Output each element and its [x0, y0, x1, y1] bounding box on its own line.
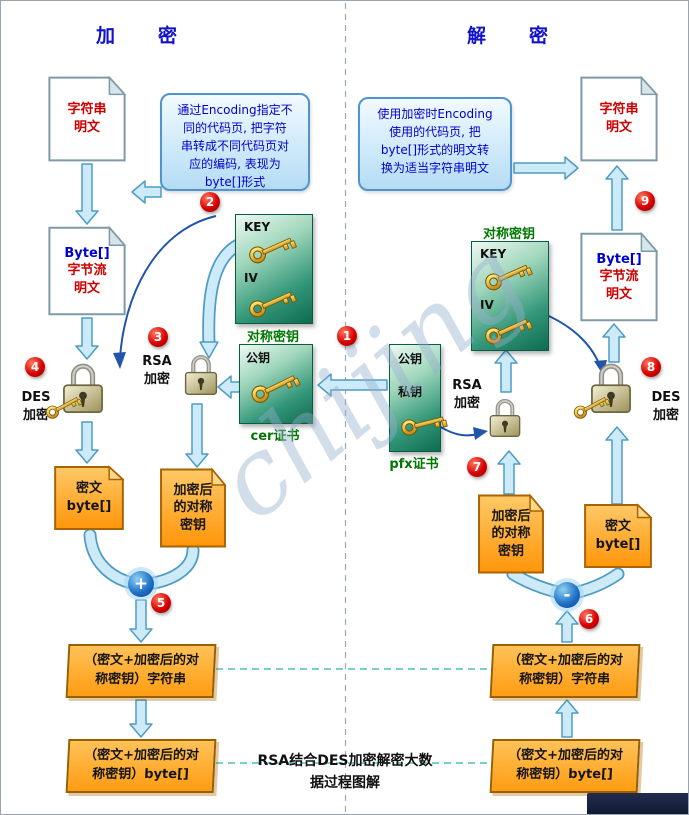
plus-circle: +: [128, 571, 154, 597]
gold-key-icon: [45, 397, 83, 419]
symmetric-key-box-left: KEY IV: [235, 214, 313, 324]
document-text: Byte[] 字节流 明文: [47, 225, 127, 317]
band-cipher-to-plus: [83, 528, 135, 589]
step-badge-3: 3: [148, 327, 168, 347]
arrow-des-to-cipher-left: [75, 421, 99, 464]
caption-pfx-cert: pfx证书: [389, 457, 439, 472]
title-encrypt: 加 密: [96, 25, 190, 47]
arrow-cer-to-rsa-lock: [217, 375, 241, 399]
arrow-center-pubkey-transfer: [317, 373, 388, 397]
step-badge-5: 5: [151, 593, 171, 613]
diagram-title: RSA结合DES加密解密大数 据过程图解: [257, 753, 433, 791]
step-badge-9: 9: [635, 191, 655, 211]
document-shape: [159, 467, 227, 549]
cer-certificate-box: 公钥: [239, 344, 313, 424]
minus-circle: -: [554, 582, 580, 608]
step-badge-4: 4: [25, 357, 45, 377]
private-key-label: 私钥: [398, 385, 423, 399]
gold-key-icon: [485, 264, 534, 291]
arrow-callout-right-tail: [513, 156, 579, 180]
arrow-enckey-to-rsa-right: [497, 450, 521, 495]
document-encrypted-key-left: 加密后 的对称 密钥: [159, 467, 227, 549]
document-bytes-plaintext-left: Byte[] 字节流 明文: [47, 225, 127, 317]
step-badge-1: 1: [337, 326, 357, 346]
document-bytes-plaintext-right: Byte[] 字节流 明文: [579, 231, 659, 323]
callout-encoding-left: 通过Encoding指定不 同的代码页, 把字符 串转成不同代码页对 应的编码,…: [160, 93, 310, 191]
rsa-encrypt-label-right: RSA 加密: [452, 378, 482, 411]
gold-key-icon: [485, 318, 534, 345]
caption-symmetric-key-left: 对称密钥: [246, 330, 299, 345]
iv-label: IV: [480, 298, 494, 312]
title-decrypt: 解 密: [467, 25, 561, 47]
corner-watermark-bar: [587, 793, 688, 814]
step-badge-2: 2: [200, 192, 220, 212]
arrow-bytes-to-des-left: [75, 317, 99, 360]
key-label: KEY: [244, 220, 271, 234]
document-string-plaintext-left: 字符串 明文: [47, 75, 127, 163]
step-badge-8: 8: [641, 357, 661, 377]
document-ciphertext-right: 密文 byte[]: [583, 503, 653, 569]
bytes-prefix: Byte[]: [64, 245, 110, 261]
curve-key-to-des-left: [113, 215, 217, 369]
caption-cer-cert: cer证书: [250, 429, 300, 444]
bytes-body: 字节流 明文: [67, 263, 107, 296]
document-text: 密文 byte[]: [595, 519, 641, 552]
gold-key-icon: [249, 291, 298, 318]
step-badge-7: 7: [467, 457, 487, 477]
document-text: 加密后 的对称 密钥: [491, 508, 531, 559]
combined-string-box-left: （密文+加密后的对 称密钥）字符串: [65, 644, 217, 698]
combined-bytes-box-right: （密文+加密后的对 称密钥）byte[]: [489, 739, 641, 793]
document-shape: [47, 75, 127, 163]
arrow-plus-to-stringbox-left: [129, 599, 153, 643]
document-text: Byte[] 字节流 明文: [579, 231, 659, 323]
arrow-stringbox-to-bytesbox-left: [129, 699, 153, 738]
rsa-padlock-right: [489, 399, 521, 437]
caption-symmetric-key-right: 对称密钥: [482, 227, 535, 242]
gold-key-icon: [573, 397, 611, 419]
document-shape: [579, 231, 659, 323]
key-label: KEY: [480, 247, 507, 261]
document-encrypted-key-right: 加密后 的对称 密钥: [477, 493, 545, 575]
symmetric-key-box-right: KEY IV: [471, 241, 549, 351]
gold-key-icon: [249, 237, 298, 264]
document-text: 加密后 的对称 密钥: [173, 482, 213, 533]
bytes-prefix: Byte[]: [596, 251, 642, 267]
bytes-body: 字节流 明文: [599, 269, 639, 302]
public-key-label: 公钥: [246, 351, 271, 365]
arrow-rsa-to-symkey-right: [494, 349, 518, 393]
band-enckey-to-plus: [147, 543, 200, 590]
document-text: 密文 byte[]: [66, 481, 112, 514]
arrow-stringbox-to-minus-right: [555, 610, 579, 643]
public-key-label: 公钥: [398, 352, 423, 366]
rsa-padlock-left: [184, 355, 218, 395]
arrow-bytes-to-plain-right: [605, 165, 629, 231]
step-badge-6: 6: [579, 609, 599, 629]
document-text: 字符串 明文: [67, 102, 107, 135]
document-shape: [477, 493, 545, 575]
pfx-certificate-box: 公钥 私钥: [389, 344, 441, 452]
combined-bytes-box-left: （密文+加密后的对 称密钥）byte[]: [65, 739, 217, 793]
arrow-plain-to-bytes-left: [75, 163, 99, 225]
des-encrypt-label-left: DES 加密: [21, 390, 51, 423]
arrow-cipher-to-des-right: [605, 426, 629, 505]
document-shape: [47, 225, 127, 317]
document-string-plaintext-right: 字符串 明文: [579, 75, 659, 163]
arrow-des-to-bytes-right: [602, 323, 626, 363]
arrow-rsa-to-enckey-left: [185, 403, 209, 468]
document-ciphertext-left: 密文 byte[]: [53, 465, 125, 531]
arrow-callout-left-tail: [131, 180, 162, 204]
document-shape: [53, 465, 125, 531]
iv-label: IV: [244, 271, 258, 285]
des-encrypt-label-right: DES 加密: [651, 390, 681, 423]
arrow-bytesbox-to-stringbox-right: [555, 699, 579, 738]
document-shape: [583, 503, 653, 569]
document-shape: [579, 75, 659, 163]
gold-key-icon: [401, 416, 448, 436]
callout-encoding-right: 使用加密时Encoding 使用的代码页, 把 byte[]形式的明文转 换为适…: [358, 97, 512, 191]
rsa-encrypt-label-left: RSA 加密: [142, 354, 172, 387]
gold-key-icon: [251, 375, 301, 403]
combined-string-box-right: （密文+加密后的对 称密钥）字符串: [489, 644, 641, 698]
document-text: 字符串 明文: [599, 102, 639, 135]
